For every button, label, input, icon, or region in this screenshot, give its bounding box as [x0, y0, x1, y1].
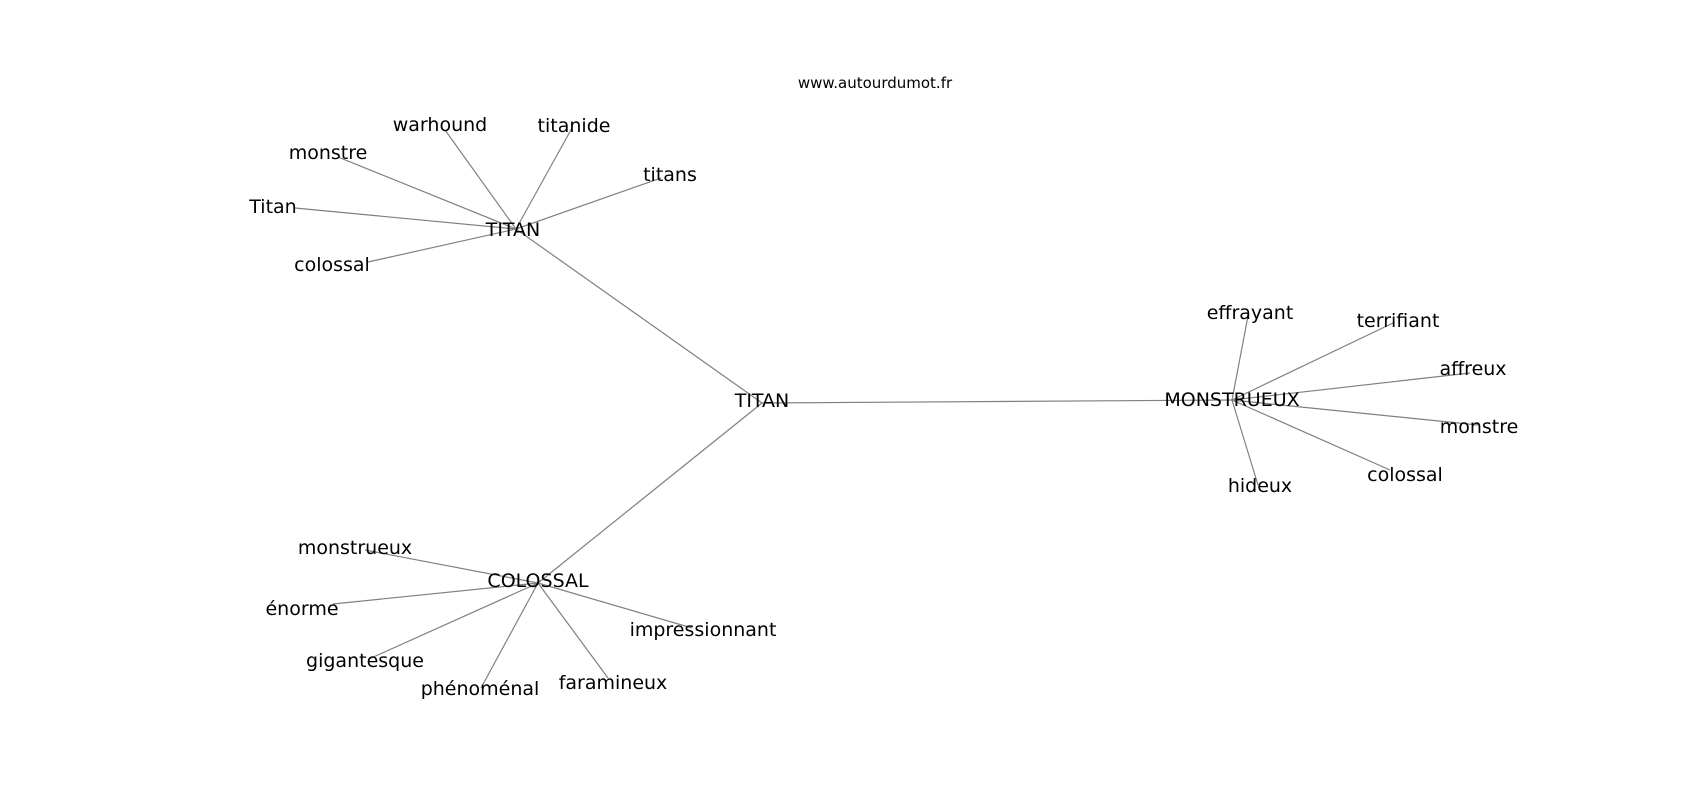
edge-root-to-colossal — [537, 402, 763, 584]
edge-monstrueux-to-affreux — [1231, 372, 1471, 401]
hub-node-titan-label[interactable]: TITAN — [485, 219, 541, 241]
nodes-layer: TITAN TITAN monstre warhound titanide titansT… — [248, 114, 1518, 700]
edge-monstrueux-to-hideux — [1231, 399, 1259, 486]
leaf-node-colossal-faramineux-label[interactable]: faramineux — [559, 672, 668, 694]
edge-colossal-to-gigantesque — [368, 582, 539, 660]
edge-monstrueux-to-monstre — [1231, 399, 1479, 426]
leaf-node-monstrueux-hideux-label[interactable]: hideux — [1228, 475, 1292, 497]
leaf-node-monstrueux-terrifiant-label[interactable]: terrifiant — [1357, 310, 1440, 332]
leaf-node-monstrueux-colossal-label[interactable]: colossal — [1367, 464, 1443, 486]
site-url-label: www.autourdumot.fr — [798, 74, 953, 92]
edge-titan-to-colossal — [367, 228, 517, 263]
leaf-node-colossal-monstrueux-label[interactable]: monstrueux — [298, 537, 412, 559]
edge-titan-to-titanide — [515, 127, 573, 230]
leaf-node-titan-warhound-label[interactable]: warhound — [393, 114, 487, 136]
edge-colossal-to-phenomenal — [480, 582, 539, 689]
leaf-node-monstrueux-monstre-label[interactable]: monstre — [1440, 416, 1519, 438]
leaf-node-titan-monstre-label[interactable]: monstre — [289, 142, 368, 164]
edge-colossal-to-enorme — [332, 582, 539, 605]
edge-titan-to-titan — [294, 207, 517, 230]
leaf-node-titan-titanide-label[interactable]: titanide — [538, 115, 611, 137]
leaf-node-monstrueux-effrayant-label[interactable]: effrayant — [1207, 302, 1294, 324]
leaf-node-titan-titans-label[interactable]: titans — [643, 164, 697, 186]
leaf-node-colossal-phenomenal-label[interactable]: phénoménal — [421, 678, 540, 700]
leaf-node-titan-colossal-label[interactable]: colossal — [294, 254, 370, 276]
leaf-node-colossal-gigantesque-label[interactable]: gigantesque — [306, 650, 424, 672]
hub-node-colossal-label[interactable]: COLOSSAL — [487, 570, 589, 592]
edge-colossal-to-faramineux — [537, 582, 609, 679]
edge-titan-to-warhound — [444, 129, 517, 230]
edge-monstrueux-to-colossal — [1231, 399, 1391, 471]
edge-colossal-to-monstrueux — [364, 549, 539, 584]
hub-node-monstrueux-label[interactable]: MONSTRUEUX — [1164, 389, 1299, 411]
edge-root-to-titan — [515, 228, 763, 404]
leaf-node-titan-titan-label[interactable]: Titan — [248, 196, 296, 218]
edge-colossal-to-impressionnant — [537, 582, 693, 629]
edge-titan-to-titans — [515, 177, 662, 230]
leaf-node-colossal-impressionnant-label[interactable]: impressionnant — [630, 619, 777, 641]
edge-monstrueux-to-terrifiant — [1231, 322, 1394, 401]
edges-layer — [294, 127, 1479, 689]
leaf-node-monstrueux-affreux-label[interactable]: affreux — [1439, 358, 1506, 380]
edge-monstrueux-to-effrayant — [1231, 315, 1249, 401]
leaf-node-colossal-enorme-label[interactable]: énorme — [265, 598, 338, 620]
root-node-label[interactable]: TITAN — [734, 390, 790, 412]
edge-root-to-monstrueux — [761, 399, 1233, 404]
edge-titan-to-monstre — [337, 156, 517, 230]
